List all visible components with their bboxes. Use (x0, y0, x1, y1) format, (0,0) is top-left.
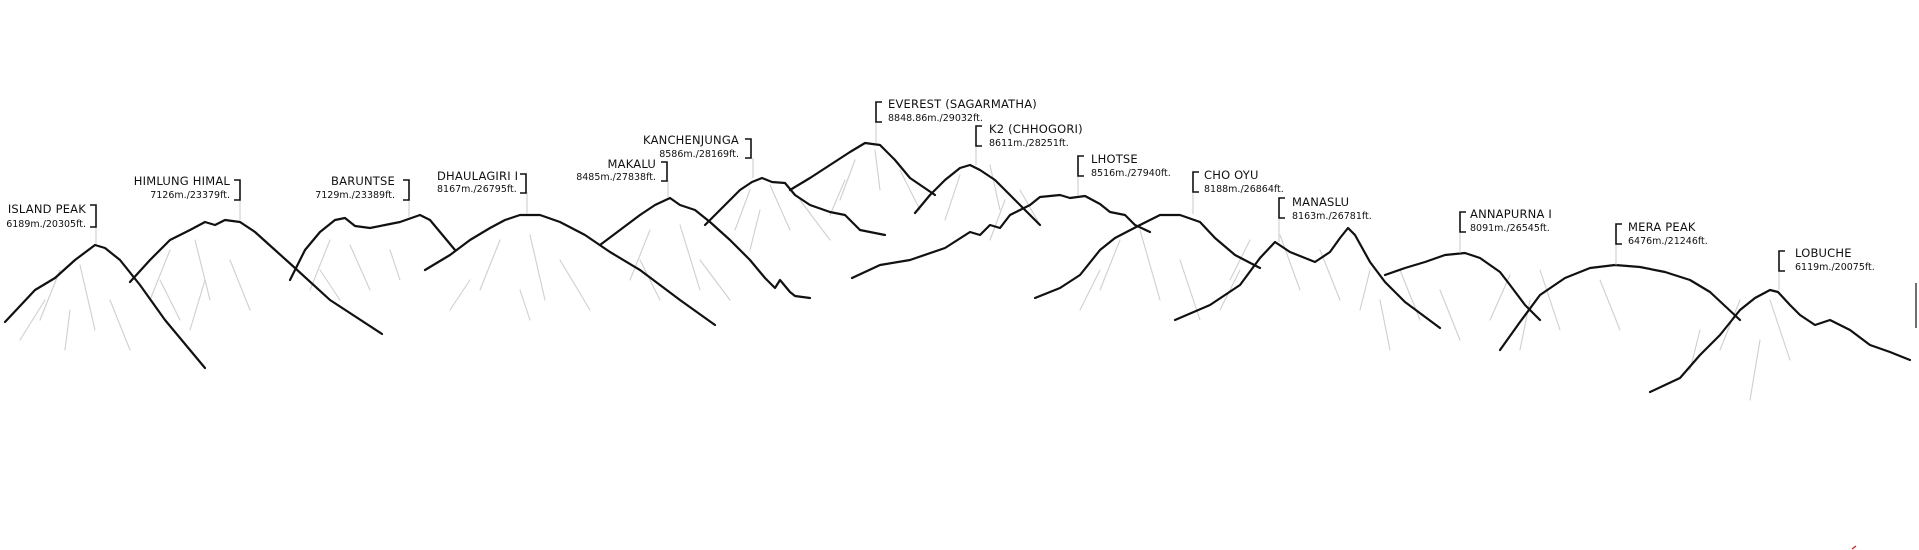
peak-height: 8188m./26864ft. (1204, 184, 1284, 195)
peak-name: ANNAPURNA I (1470, 207, 1552, 221)
ridge-lhotse (850, 193, 1152, 280)
ridge-annapurna (1383, 251, 1542, 322)
peak-height: 6119m./20075ft. (1795, 262, 1875, 273)
slope-detail-lines (19, 149, 1791, 401)
peak-height: 8163m./26781ft. (1292, 211, 1372, 222)
ridge-mera-peak (1498, 263, 1742, 352)
ridge-cho-oyu (1033, 213, 1262, 300)
peak-name: CHO OYU (1204, 168, 1259, 182)
peak-label-manaslu: MANASLU 8163m./26781ft. (1278, 195, 1372, 242)
peak-label-himlung-himal: HIMLUNG HIMAL 7126m./23379ft. (134, 174, 241, 220)
peak-height: 8611m./28251ft. (989, 138, 1069, 149)
peak-name: BARUNTSE (331, 174, 395, 188)
peak-label-everest: EVEREST (SAGARMATHA) 8848.86m./29032ft. (875, 97, 1037, 143)
peak-label-island-peak: ISLAND PEAK 6189m./20305ft. (6, 202, 97, 244)
peak-label-lobuche: LOBUCHE 6119m./20075ft. (1778, 246, 1875, 290)
peak-label-mera-peak: MERA PEAK 6476m./21246ft. (1615, 220, 1708, 265)
peak-height: 7129m./23389ft. (315, 190, 395, 201)
peak-label-lhotse: LHOTSE 8516m./27940ft. (1077, 152, 1171, 196)
peak-height: 8167m./26795ft. (437, 184, 517, 195)
ridge-lobuche (1648, 288, 1912, 394)
mountain-ridges (3, 141, 1912, 394)
peak-height: 6189m./20305ft. (6, 219, 86, 230)
peak-height: 8848.86m./29032ft. (888, 113, 983, 124)
ridge-himlung-himal (128, 218, 384, 336)
ridge-dhaulagiri (423, 213, 717, 327)
peak-height: 8485m./27838ft. (576, 172, 656, 183)
peak-label-k2: K2 (CHHOGORI) 8611m./28251ft. (975, 122, 1083, 165)
peak-name: MERA PEAK (1628, 220, 1696, 234)
peak-height: 6476m./21246ft. (1628, 236, 1708, 247)
peak-name: LHOTSE (1091, 152, 1138, 166)
peak-name: DHAULAGIRI I (437, 169, 518, 183)
peak-name: LOBUCHE (1795, 246, 1852, 260)
peak-name: MANASLU (1292, 195, 1349, 209)
peak-label-cho-oyu: CHO OYU 8188m./26864ft. (1192, 168, 1284, 214)
peak-height: 8091m./26545ft. (1470, 223, 1550, 234)
ridge-manaslu (1173, 226, 1442, 330)
peak-name: K2 (CHHOGORI) (989, 122, 1083, 136)
accent-mark (1851, 545, 1857, 550)
ridge-baruntse (288, 213, 457, 282)
peak-name: MAKALU (608, 157, 656, 171)
peak-label-kanchenjunga: KANCHENJUNGA 8586m./28169ft. (643, 133, 754, 178)
peak-label-makalu: MAKALU 8485m./27838ft. (576, 157, 669, 198)
ridge-kanchenjunga (703, 176, 887, 237)
peak-name: KANCHENJUNGA (643, 133, 739, 147)
peak-label-dhaulagiri: DHAULAGIRI I 8167m./26795ft. (437, 169, 528, 214)
peak-name: ISLAND PEAK (8, 202, 86, 216)
ridge-makalu (598, 196, 812, 300)
ridge-everest (788, 141, 937, 197)
peak-name: EVEREST (SAGARMATHA) (888, 97, 1037, 111)
ridge-k2 (913, 163, 1042, 227)
peak-height: 8516m./27940ft. (1091, 168, 1171, 179)
ridge-island-peak (3, 243, 207, 370)
peak-label-annapurna: ANNAPURNA I 8091m./26545ft. (1459, 207, 1552, 253)
peak-height: 8586m./28169ft. (659, 149, 739, 160)
peak-name: HIMLUNG HIMAL (134, 174, 231, 188)
peak-height: 7126m./23379ft. (150, 190, 230, 201)
peak-label-baruntse: BARUNTSE 7129m./23389ft. (315, 174, 410, 217)
